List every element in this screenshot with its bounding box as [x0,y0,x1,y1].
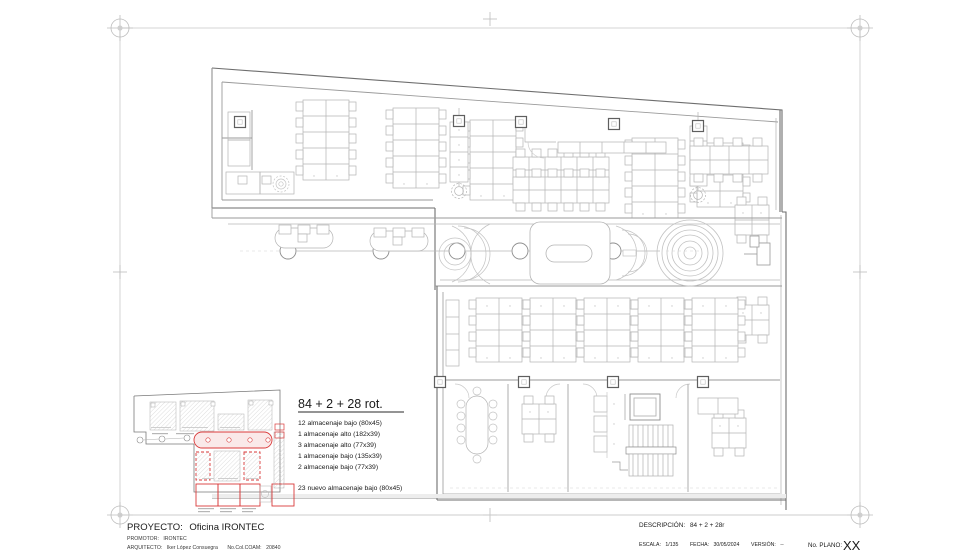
version-line: VERSIÓN: -- [751,541,784,548]
college-value: 20840 [266,545,281,551]
version-value: -- [780,542,784,548]
legend-item-0: 12 almacenaje bajo (80x45) [298,420,382,427]
oval-conference-table [456,386,498,464]
description-value: 84 + 2 + 28r [690,522,725,529]
arc-feature-right [615,225,648,281]
description-label: DESCRIPCIÓN: [639,520,685,529]
meeting-pod [529,221,611,285]
service-counter [524,122,667,159]
scale-value: 1/135 [665,542,678,548]
project-line: PROYECTO: Oficina IRONTEC [127,522,265,533]
stadium-table-1 [274,224,334,249]
scale-label: ESCALA: [639,542,661,548]
wall-bench [697,397,739,415]
architect-label: ARQUITECTO: [127,545,162,551]
legend-item-1: 1 almacenaje alto (182x39) [298,431,380,438]
legend-footer: 23 nuevo almacenaje bajo (80x45) [298,485,402,492]
architect-line: ARQUITECTO: Iker López Consuegra No.Col.… [127,545,281,551]
architect-value: Iker López Consuegra [167,545,218,551]
date-label: FECHA: [690,542,709,548]
bench-upper-right [689,137,769,183]
plan-number-label: No. PLANO: [808,542,842,549]
date-line: FECHA: 30/05/2024 [690,542,740,548]
lower-zone-walls [436,286,786,501]
appliance-unit [744,235,771,266]
keyplan-highlight-corridor [193,431,273,449]
description-line: DESCRIPCIÓN: 84 + 2 + 28r [639,520,725,529]
version-label: VERSIÓN: [751,541,776,548]
legend-item-2: 3 almacenaje alto (77x39) [298,442,376,449]
legend-item-4: 2 almacenaje bajo (77x39) [298,464,378,471]
upper-left-rooms [225,111,295,195]
main-floor-plan [211,67,787,510]
circular-equipment-icon [272,175,290,193]
plan-number-value: XX [843,538,861,553]
promotor-line: PROMOTOR: IRONTEC [127,536,187,542]
east-facade [779,110,787,510]
storage-units [593,392,615,458]
concentric-ring-left [438,237,472,271]
stadium-table-2 [369,227,429,252]
key-location-plan [133,389,295,513]
promotor-label: PROMOTOR: [127,536,159,542]
lift-shaft [624,393,661,421]
keyplan-highlight-zones [195,451,261,481]
staircase-icon [612,424,677,477]
scale-line: ESCALA: 1/135 [639,542,678,548]
date-value: 30/05/2024 [713,542,739,548]
legend-item-3: 1 almacenaje bajo (135x39) [298,453,382,460]
concentric-ring-right [656,219,724,287]
project-value: Oficina IRONTEC [189,522,264,533]
college-label: No.Col.COAM: [227,545,261,551]
storage-strip [445,299,460,367]
central-circulation-band [211,208,782,287]
promotor-value: IRONTEC [163,536,187,542]
project-label: PROYECTO: [127,522,183,533]
legend-heading: 84 + 2 + 28 rot. [298,397,383,411]
keyplan-highlight-rooms [195,483,295,507]
upper-zone-walls [221,81,779,201]
